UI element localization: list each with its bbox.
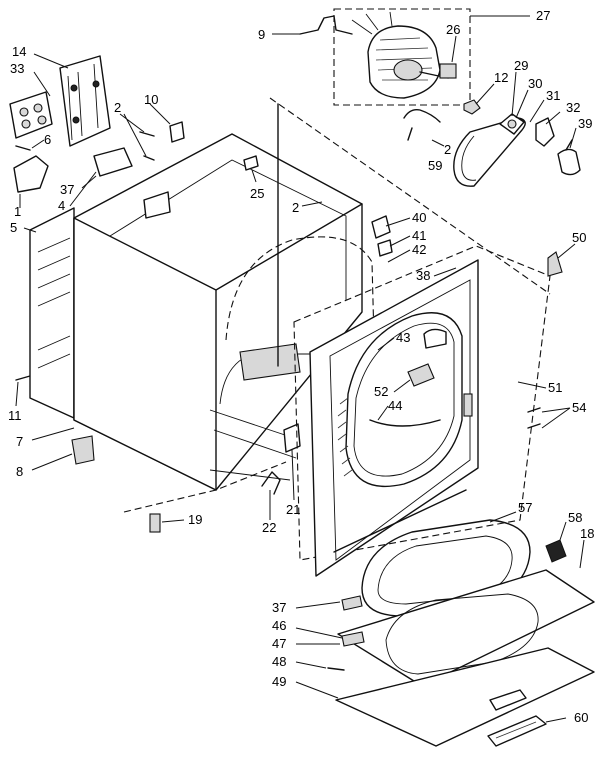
motor-box bbox=[333, 8, 471, 106]
motor-switch bbox=[439, 63, 457, 79]
idler-bracket bbox=[535, 117, 555, 147]
leveling-foot bbox=[71, 435, 95, 465]
callout-47: 47 bbox=[272, 636, 286, 651]
callout-12: 12 bbox=[494, 70, 508, 85]
bracket-1 bbox=[13, 155, 49, 193]
motor-assembly bbox=[333, 8, 471, 106]
top-bracket bbox=[59, 55, 111, 147]
wire-harness bbox=[299, 15, 353, 35]
callout-44: 44 bbox=[388, 398, 402, 413]
leader-lines bbox=[15, 15, 585, 723]
callout-27: 27 bbox=[536, 8, 550, 23]
callout-32: 32 bbox=[566, 100, 580, 115]
callout-7: 7 bbox=[16, 434, 23, 449]
latch bbox=[545, 539, 567, 563]
callout-6: 6 bbox=[44, 132, 51, 147]
front-panel bbox=[293, 245, 551, 577]
callout-59: 59 bbox=[428, 158, 442, 173]
idler-spring bbox=[557, 148, 581, 176]
callout-40: 40 bbox=[412, 210, 426, 225]
callout-33: 33 bbox=[10, 61, 24, 76]
callout-30: 30 bbox=[528, 76, 542, 91]
callout-48: 48 bbox=[272, 654, 286, 669]
callout-41: 41 bbox=[412, 228, 426, 243]
callout-1: 1 bbox=[14, 204, 21, 219]
callout-31: 31 bbox=[546, 88, 560, 103]
callout-2-top: 2 bbox=[114, 100, 121, 115]
light-socket bbox=[423, 328, 447, 349]
callout-29: 29 bbox=[514, 58, 528, 73]
outer-door-panel bbox=[335, 647, 595, 747]
bottom-assembly bbox=[335, 519, 595, 747]
callout-49: 49 bbox=[272, 674, 286, 689]
strip-19 bbox=[149, 513, 161, 533]
lamp-assembly bbox=[407, 363, 435, 387]
callout-9: 9 bbox=[258, 27, 265, 42]
callout-2-mid: 2 bbox=[292, 200, 299, 215]
callout-5: 5 bbox=[10, 220, 17, 235]
callout-58: 58 bbox=[568, 510, 582, 525]
callout-43: 43 bbox=[396, 330, 410, 345]
callout-46: 46 bbox=[272, 618, 286, 633]
callout-19: 19 bbox=[188, 512, 202, 527]
cone-50 bbox=[547, 251, 563, 277]
callout-labels: 9 27 26 14 33 10 2 12 29 30 31 32 39 2 5… bbox=[8, 8, 594, 725]
callout-4: 4 bbox=[58, 198, 65, 213]
motor-pulley-end bbox=[393, 59, 423, 81]
drive-belt bbox=[453, 117, 526, 187]
callout-2-belt: 2 bbox=[444, 142, 451, 157]
callout-37-top: 37 bbox=[60, 182, 74, 197]
callout-50: 50 bbox=[572, 230, 586, 245]
front-panel-outline bbox=[293, 245, 551, 561]
bracket-41 bbox=[377, 239, 393, 257]
side-bracket bbox=[9, 91, 53, 139]
callout-18: 18 bbox=[580, 526, 594, 541]
callout-14: 14 bbox=[12, 44, 26, 59]
callout-51: 51 bbox=[548, 380, 562, 395]
callout-11: 11 bbox=[8, 408, 22, 423]
cabinet bbox=[29, 97, 551, 513]
callout-42: 42 bbox=[412, 242, 426, 257]
door-switch bbox=[283, 423, 301, 453]
callout-52: 52 bbox=[374, 384, 388, 399]
callout-21: 21 bbox=[286, 502, 300, 517]
callout-38: 38 bbox=[416, 268, 430, 283]
control-bracket bbox=[9, 55, 111, 147]
idler-assembly bbox=[499, 113, 581, 176]
callout-8: 8 bbox=[16, 464, 23, 479]
seal-ring bbox=[361, 519, 531, 617]
drive-belt-group bbox=[403, 108, 526, 187]
callout-25: 25 bbox=[250, 186, 264, 201]
callout-10: 10 bbox=[144, 92, 158, 107]
clip bbox=[93, 147, 133, 177]
bracket-40 bbox=[371, 215, 391, 239]
switch-spring bbox=[261, 471, 281, 495]
callout-57: 57 bbox=[518, 500, 532, 515]
callout-37-bottom: 37 bbox=[272, 600, 286, 615]
callout-54: 54 bbox=[572, 400, 586, 415]
clip-10 bbox=[169, 121, 185, 143]
callout-39: 39 bbox=[578, 116, 592, 131]
drum-outline bbox=[225, 236, 375, 341]
callout-22: 22 bbox=[262, 520, 276, 535]
sensor-wire bbox=[403, 108, 441, 141]
inner-door-panel bbox=[337, 569, 595, 687]
callout-60: 60 bbox=[574, 710, 588, 725]
callout-26: 26 bbox=[446, 22, 460, 37]
door-handle bbox=[487, 715, 547, 747]
door-seal bbox=[369, 419, 441, 427]
